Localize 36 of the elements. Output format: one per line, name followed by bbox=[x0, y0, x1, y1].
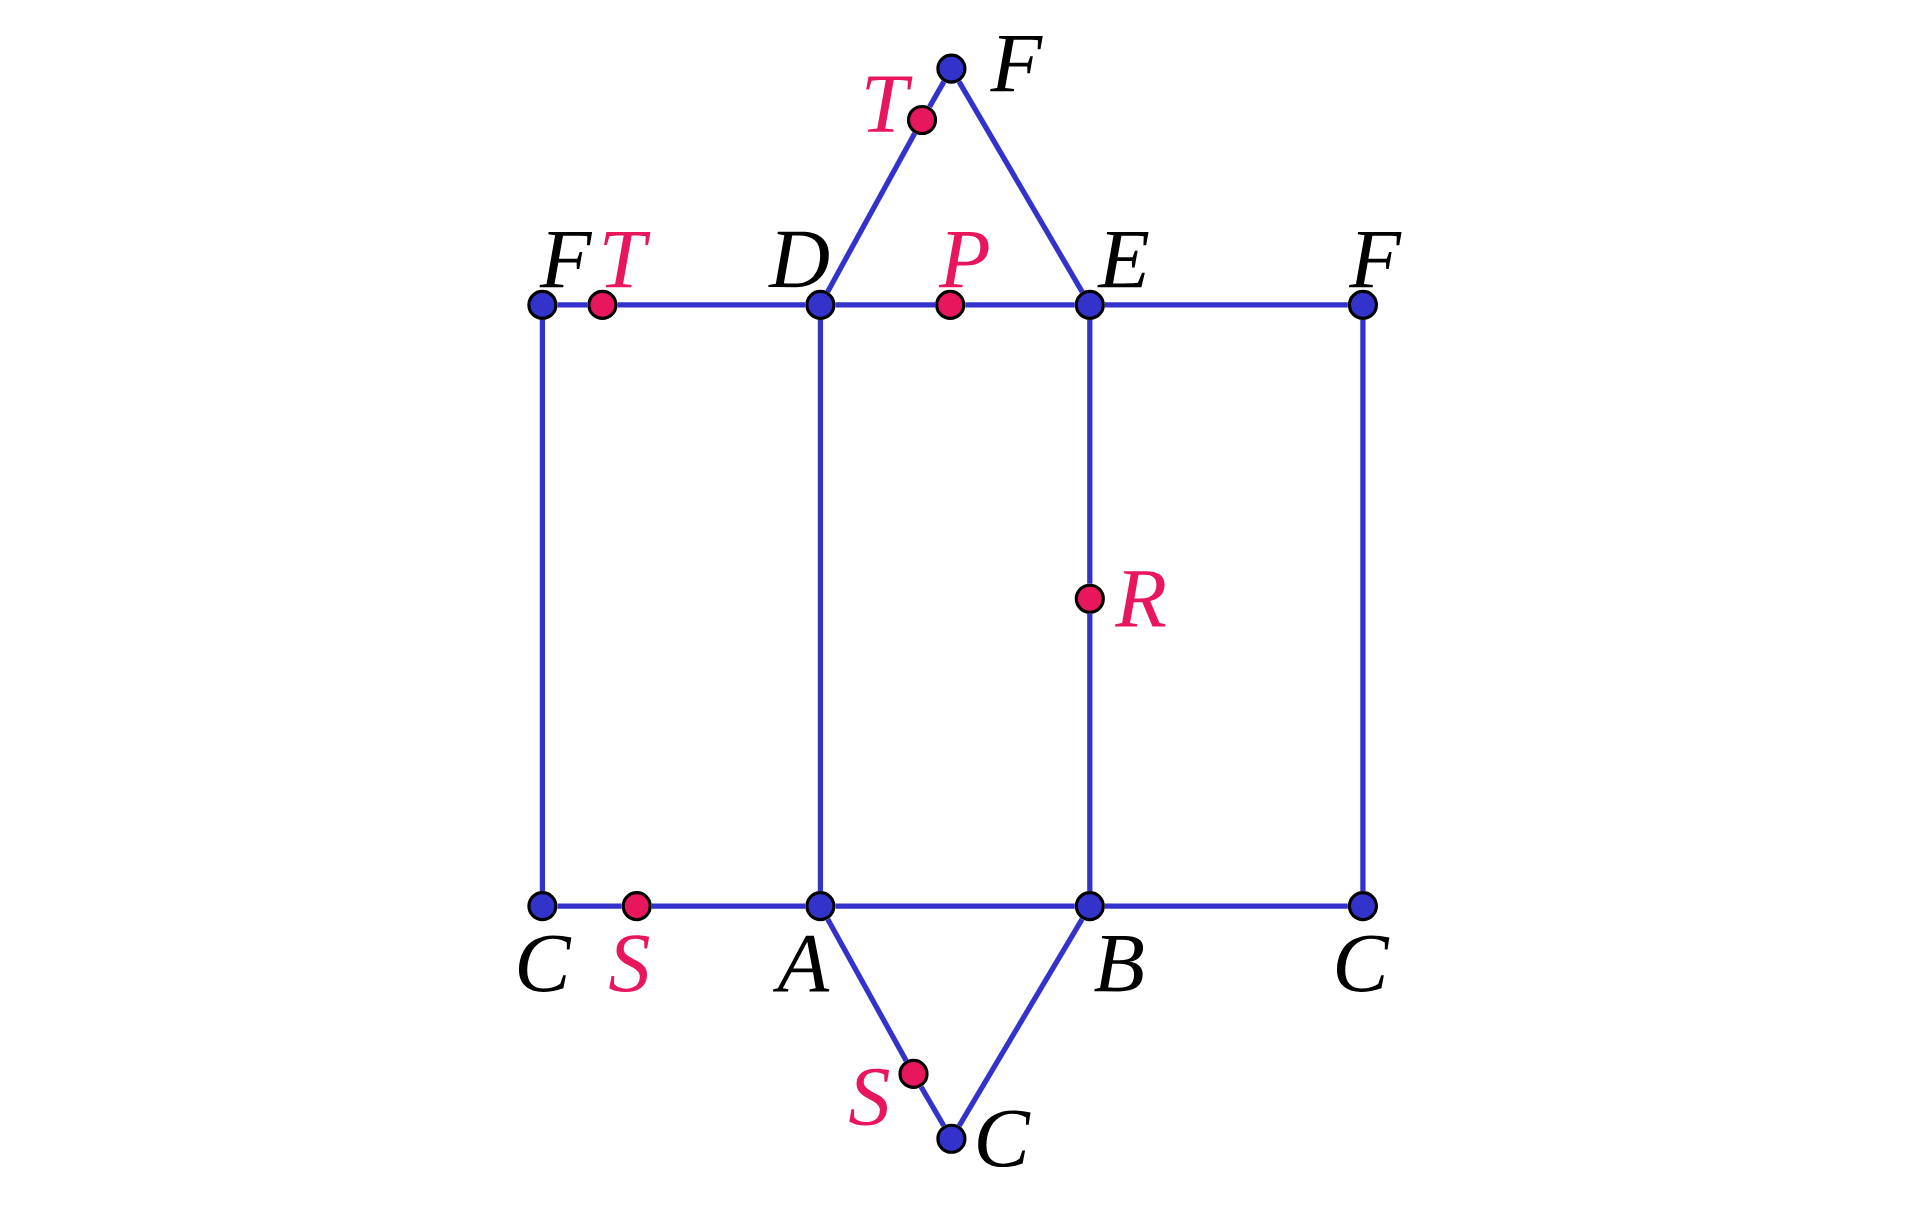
line-segment bbox=[825, 918, 909, 1062]
line-segment bbox=[927, 80, 947, 109]
line-segment bbox=[1360, 319, 1366, 891]
line-segment bbox=[1087, 319, 1093, 584]
line-segment bbox=[835, 903, 1075, 909]
line-segment bbox=[817, 319, 824, 891]
line-segment bbox=[557, 903, 622, 909]
line-segment bbox=[557, 302, 588, 308]
point-label: F bbox=[1348, 231, 1402, 288]
line-segment bbox=[965, 302, 1075, 308]
line-segment bbox=[1104, 903, 1348, 909]
line-segment bbox=[617, 302, 806, 308]
point-label: R bbox=[1115, 571, 1166, 627]
point-label: C bbox=[1337, 935, 1390, 992]
line-segment bbox=[956, 80, 1085, 294]
point-label: A bbox=[772, 935, 830, 992]
point-label: B bbox=[1094, 935, 1144, 992]
line-segment bbox=[651, 903, 806, 909]
line-segment bbox=[825, 131, 918, 293]
line-segment bbox=[1104, 302, 1348, 308]
point-label: S bbox=[609, 935, 650, 992]
point-label: F bbox=[539, 231, 593, 288]
line-segment bbox=[918, 1085, 947, 1128]
point-label: C bbox=[518, 935, 572, 992]
point-label: C bbox=[978, 1110, 1031, 1168]
point-label: S bbox=[849, 1068, 890, 1126]
line-segment bbox=[956, 917, 1085, 1128]
point-label: P bbox=[938, 231, 989, 288]
point-label: T bbox=[604, 231, 651, 288]
point-label: D bbox=[768, 231, 829, 288]
point-label: F bbox=[990, 36, 1043, 92]
point-label: T bbox=[866, 76, 913, 132]
line-segment bbox=[1087, 613, 1093, 891]
line-segment bbox=[539, 319, 546, 891]
line-segment bbox=[835, 302, 936, 308]
point-label: E bbox=[1097, 231, 1149, 288]
